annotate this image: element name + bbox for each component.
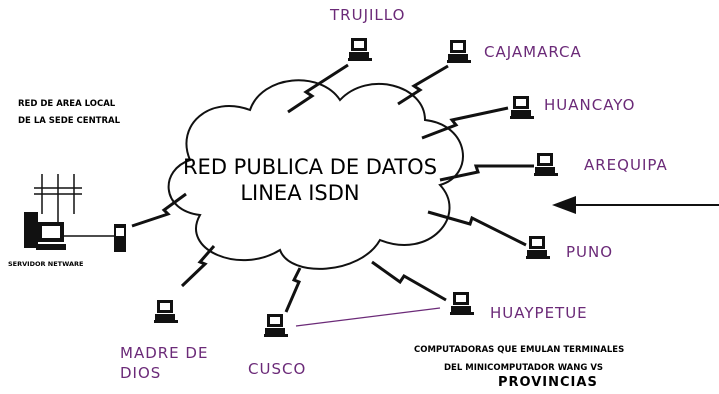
note-line1: COMPUTADORAS QUE EMULAN TERMINALES — [414, 345, 624, 355]
link-arequipa — [439, 164, 534, 182]
computer-icon-arequipa — [534, 153, 558, 176]
city-label-madre-line1: MADRE DE — [120, 344, 208, 362]
arrow-head-icon — [552, 196, 576, 214]
cloud-title-line1: RED PUBLICA DE DATOS — [183, 155, 437, 179]
link-cajamarca — [397, 64, 449, 106]
city-label-arequipa: AREQUIPA — [584, 156, 668, 174]
computer-icon-cajamarca — [447, 40, 471, 63]
server-label: SERVIDOR NETWARE — [8, 260, 83, 268]
link-cusco — [284, 267, 302, 313]
city-label-trujillo: TRUJILLO — [329, 6, 405, 24]
lan-label-line1: RED DE AREA LOCAL — [18, 99, 116, 109]
city-label-cusco: CUSCO — [248, 360, 306, 378]
computer-icon-huaypetue — [450, 292, 474, 315]
link-puno — [427, 210, 527, 247]
note-line2: DEL MINICOMPUTADOR WANG VS — [444, 363, 603, 373]
terminal-icon — [114, 224, 126, 252]
city-label-huancayo: HUANCAYO — [544, 96, 635, 114]
computer-icon-cusco — [264, 314, 288, 337]
lan-label-line2: DE LA SEDE CENTRAL — [18, 116, 121, 126]
city-label-cajamarca: CAJAMARCA — [484, 43, 582, 61]
link-madre — [180, 245, 216, 288]
link-trujillo — [287, 63, 349, 114]
link-huancayo — [421, 106, 509, 140]
computer-icon-puno — [526, 236, 550, 259]
link-lan — [131, 192, 187, 228]
server-icon — [24, 212, 66, 250]
link-huaypetue — [371, 260, 447, 302]
computer-icon-madre-de-dios — [154, 300, 178, 323]
cloud-title-line2: LINEA ISDN — [240, 181, 359, 205]
city-label-madre-line2: DIOS — [120, 364, 161, 382]
computer-icon-trujillo — [348, 38, 372, 61]
cloud-shape — [167, 79, 464, 270]
computer-icon-huancayo — [510, 96, 534, 119]
note-connector — [295, 307, 441, 327]
city-label-puno: PUNO — [566, 243, 613, 261]
city-label-huaypetue: HUAYPETUE — [490, 304, 588, 322]
note-line3: PROVINCIAS — [498, 375, 598, 390]
